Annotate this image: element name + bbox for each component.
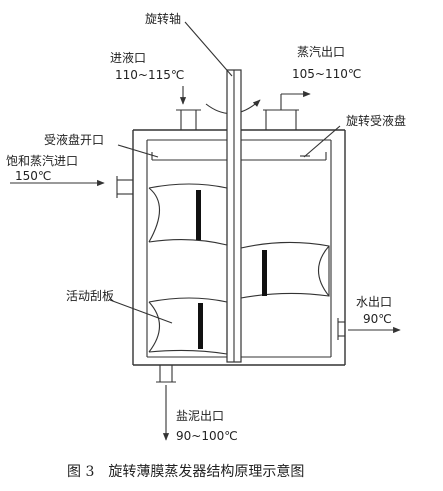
steam-inlet-label: 饱和蒸汽进口 <box>6 153 78 168</box>
liquid-inlet-label: 进液口 <box>110 50 146 65</box>
sludge-outlet-temp: 90~100℃ <box>176 429 238 443</box>
figure-caption: 图 3 旋转薄膜蒸发器结构原理示意图 <box>67 463 304 480</box>
steam-inlet-nozzle <box>10 176 133 198</box>
vapor-outlet-label: 蒸汽出口 <box>297 44 345 59</box>
sludge-outlet-nozzle <box>156 365 176 441</box>
shaft-label: 旋转轴 <box>145 11 181 26</box>
tray-opening-label: 受液盘开口 <box>44 132 104 147</box>
sludge-outlet-label: 盐泥出口 <box>176 409 224 423</box>
water-outlet-label: 水出口 <box>356 295 392 309</box>
scraper-label: 活动刮板 <box>66 289 114 303</box>
leader-lines <box>109 21 341 324</box>
vapor-outlet-temp: 105~110℃ <box>292 67 361 81</box>
liquid-inlet-temp: 110~115℃ <box>115 68 184 82</box>
water-outlet-nozzle <box>337 318 401 340</box>
water-outlet-temp: 90℃ <box>363 312 392 326</box>
liquid-inlet-nozzle <box>176 86 201 130</box>
rotating-tray-label: 旋转受液盘 <box>346 113 406 128</box>
scraper-blades <box>148 183 330 355</box>
vapor-outlet-nozzle <box>263 90 311 130</box>
steam-inlet-temp: 150℃ <box>15 169 51 183</box>
rotating-shaft <box>226 69 242 363</box>
